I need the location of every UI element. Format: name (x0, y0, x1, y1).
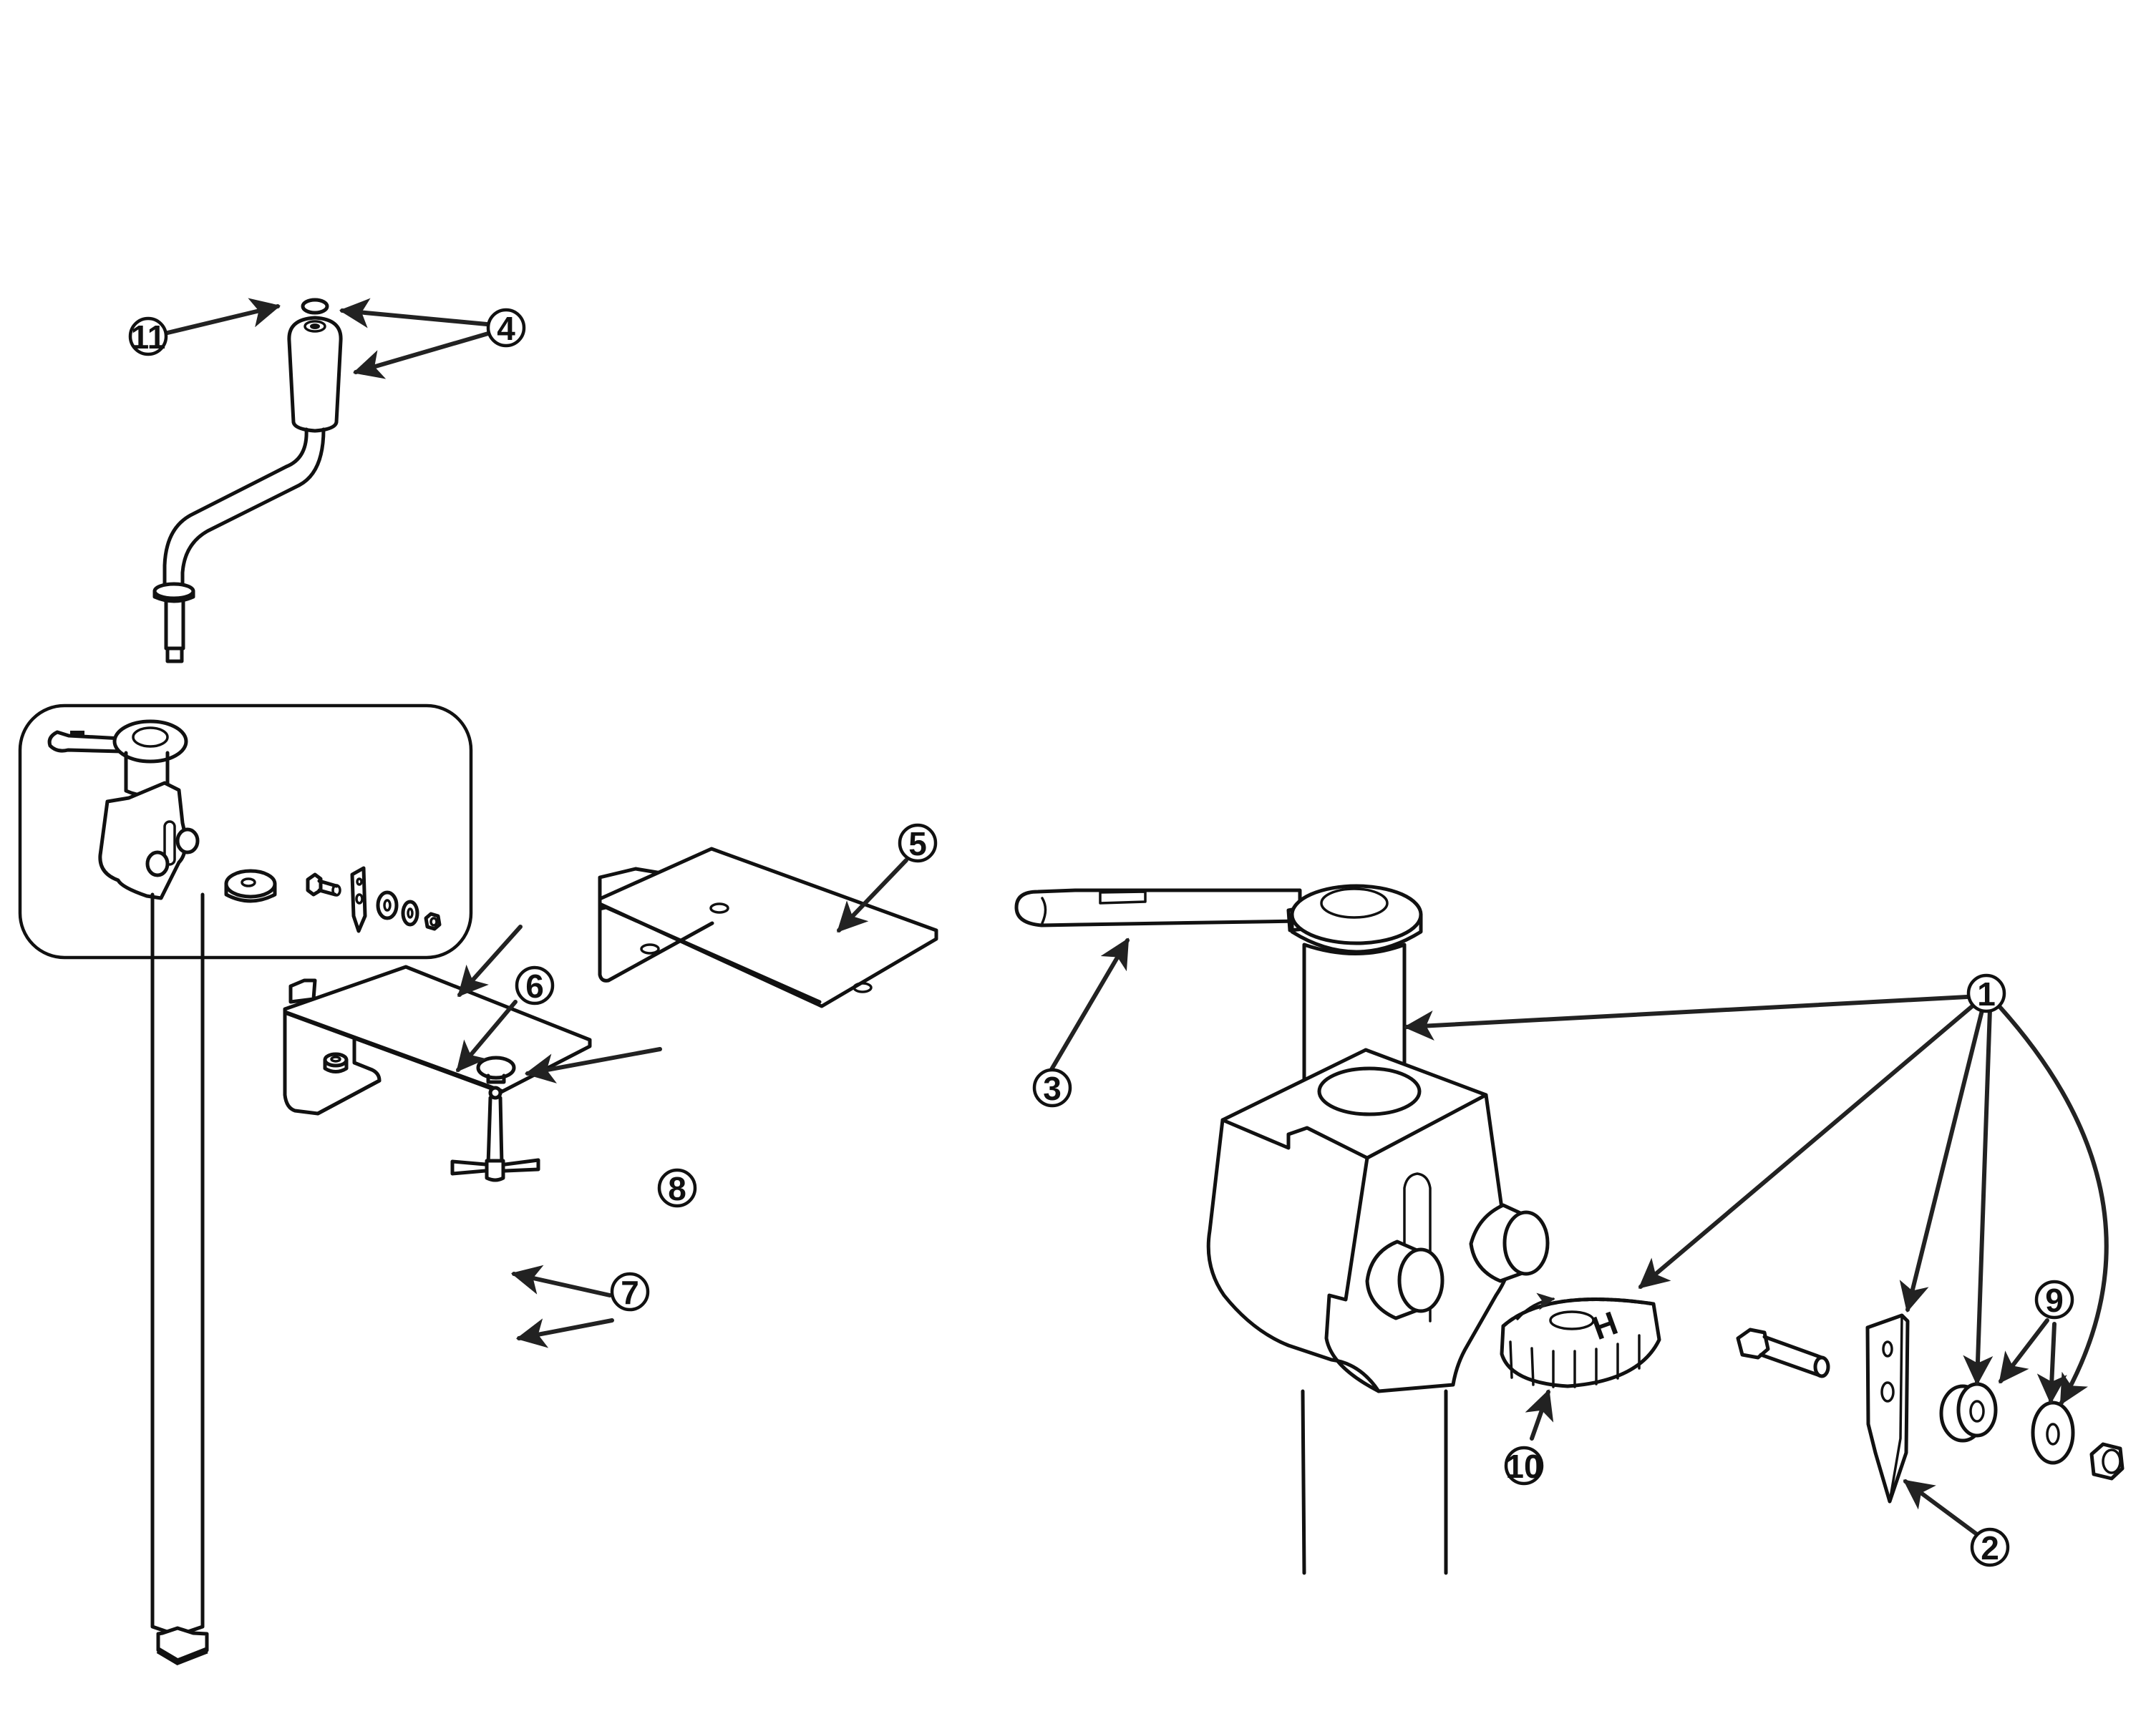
leader-2 (1903, 1479, 1985, 1541)
inset-lever-label (70, 731, 84, 735)
crank-collar-side (152, 589, 195, 603)
callout-8: 8 (657, 1168, 697, 1208)
callout-5: 5 (898, 823, 938, 863)
column-foot (150, 1406, 209, 1665)
callout-2: 2 (1970, 1527, 2010, 1567)
cutting-blade (1865, 1313, 1910, 1504)
callout-1: 1 (1966, 973, 2006, 1013)
crank-arm (162, 427, 326, 588)
inset-bolt (306, 872, 341, 897)
inset-spacer (376, 890, 399, 920)
leader-6 (457, 925, 523, 998)
flat-washer (2031, 1401, 2075, 1465)
inset-assembly (47, 719, 442, 1411)
callout-9: 9 (2034, 1280, 2074, 1320)
leader-8 (524, 1047, 662, 1083)
leader-11 (162, 298, 281, 336)
callout-11-label: 11 (131, 318, 166, 356)
leader-1a (1403, 995, 1969, 1041)
leader-1b (1638, 1001, 1978, 1289)
inset-gear (224, 869, 277, 903)
leader-7a (510, 1265, 612, 1297)
adjust-slot (1403, 1172, 1432, 1323)
crank-shaft (164, 599, 185, 663)
mounting-bracket-upper (598, 847, 938, 1008)
inset-blade (350, 866, 367, 933)
callout-4-label: 4 (497, 310, 515, 347)
leader-1d (1963, 1007, 1994, 1386)
post-column (150, 892, 205, 1411)
spacer-washer (1939, 1382, 1998, 1443)
inset-washer (401, 900, 419, 927)
callout-1-label: 1 (1977, 975, 1996, 1013)
callout-3: 3 (1032, 1068, 1072, 1108)
assembly-inset-frame (18, 703, 473, 960)
inset-collar-bore (132, 726, 169, 748)
hex-nut (2089, 1442, 2125, 1481)
handle-cap (301, 298, 329, 315)
hex-bolt (1736, 1328, 1830, 1378)
callout-4: 4 (486, 308, 526, 348)
bracket5-hole-1 (709, 902, 729, 914)
leader-7b (515, 1318, 614, 1348)
bracket5-hole-2 (640, 943, 660, 955)
blade-hole-upper (1882, 1340, 1893, 1358)
adjust-knob-lower (1365, 1240, 1444, 1320)
gear-bore (1549, 1310, 1595, 1330)
callout-3-label: 3 (1043, 1070, 1062, 1107)
t-pin (450, 1086, 540, 1182)
leader-10 (1525, 1389, 1554, 1441)
leader-1c (1899, 1005, 1985, 1313)
inset-lever (47, 730, 124, 754)
leader-4a (339, 298, 489, 328)
callout-6-label: 6 (525, 968, 544, 1005)
gear-rotation-arrow (1516, 1292, 1555, 1320)
callout-11: 11 (128, 316, 168, 356)
leader-lines (162, 298, 2109, 1541)
blade-hole-lower (1880, 1381, 1895, 1403)
callout-2-label: 2 (1981, 1529, 1999, 1567)
leader-1e (1996, 1003, 2109, 1406)
operating-lever (1014, 888, 1306, 932)
head-collar (1290, 884, 1423, 945)
bracket6-spacer (323, 1052, 349, 1073)
callout-7-label: 7 (621, 1274, 639, 1311)
leader-4b (352, 331, 490, 379)
handle-grip (287, 316, 343, 433)
leader-9a (1999, 1318, 2049, 1384)
adjust-knob-upper (1469, 1203, 1550, 1283)
inset-head-body (98, 781, 188, 900)
mounting-bracket-lower (283, 965, 592, 1116)
lever-label-plate (1099, 890, 1147, 905)
leader-3 (1049, 938, 1130, 1073)
leader-5 (837, 858, 908, 933)
callout-5-label: 5 (908, 825, 927, 862)
leader-9b (2036, 1322, 2067, 1405)
callout-10-label: 10 (1505, 1448, 1542, 1485)
inset-knob-lower (145, 850, 170, 877)
callout-10: 10 (1504, 1446, 1544, 1486)
callout-6: 6 (515, 965, 555, 1005)
inset-nut (424, 912, 442, 931)
callout-7: 7 (610, 1272, 650, 1312)
grip-socket (304, 320, 326, 333)
inset-knob-upper (175, 827, 200, 854)
grip-socket-hole (310, 323, 320, 329)
callout-9-label: 9 (2045, 1282, 2064, 1319)
head-column (1301, 1389, 1448, 1575)
crank-collar (152, 582, 195, 600)
bracket5-hole-3 (853, 982, 873, 993)
feed-gear: H (1500, 1292, 1661, 1388)
inset-slot (163, 820, 176, 866)
crank-handle (152, 298, 343, 663)
cutting-head-assembly (1014, 884, 1550, 1575)
callout-8-label: 8 (668, 1170, 686, 1207)
collar-bore (1320, 887, 1389, 919)
